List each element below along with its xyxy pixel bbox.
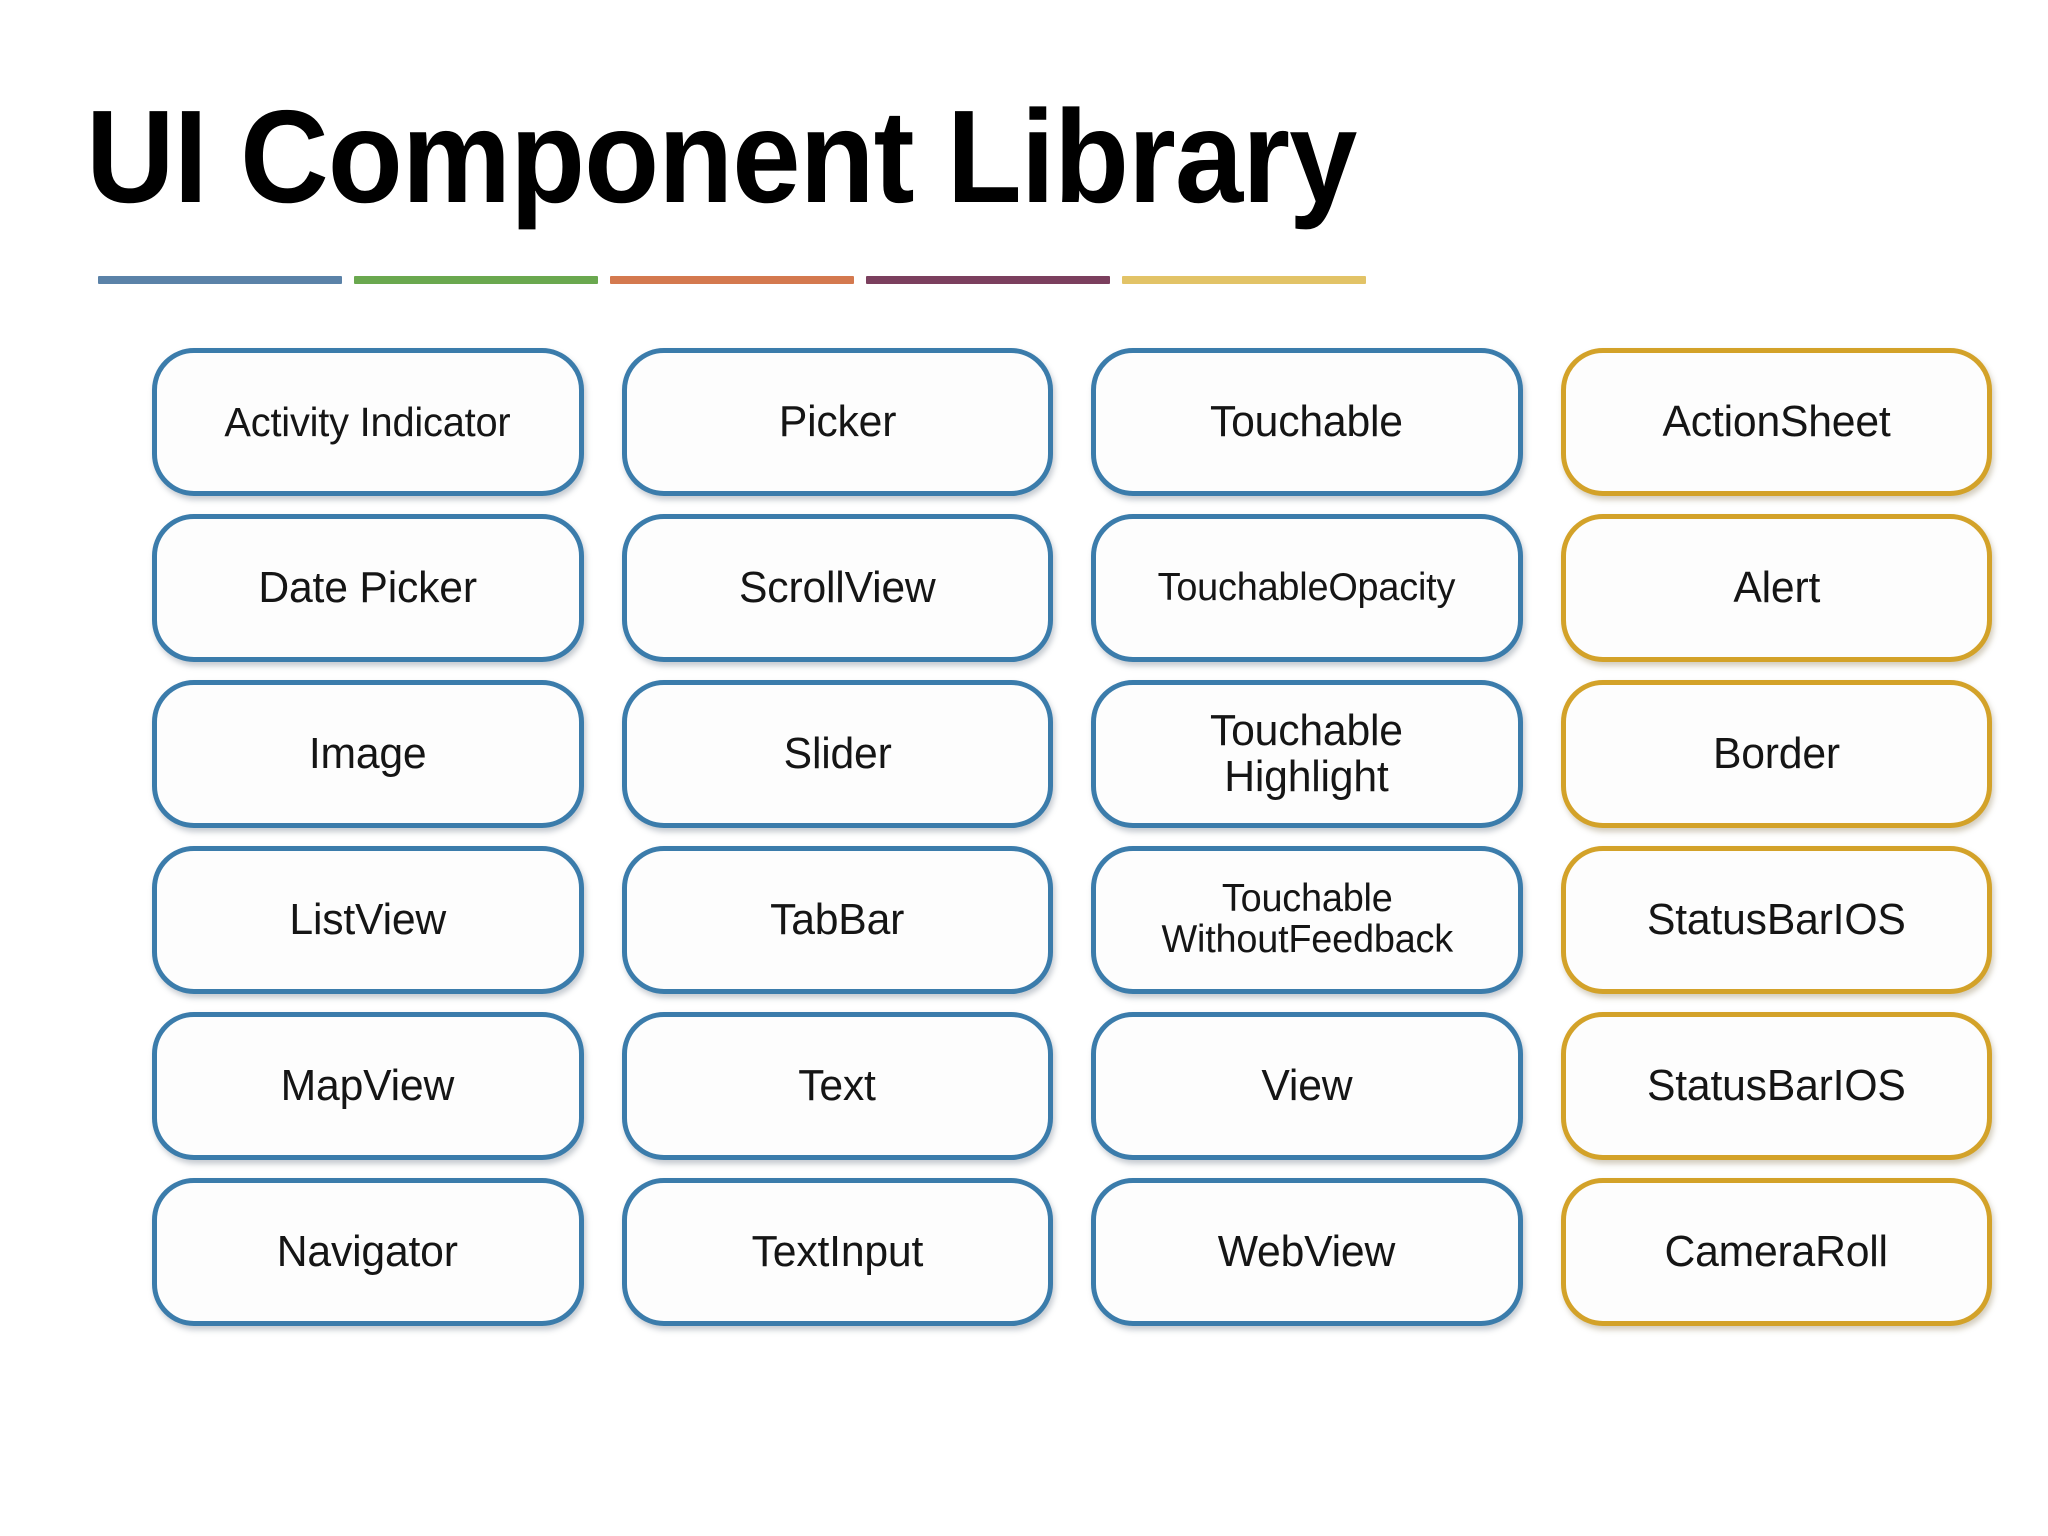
component-pill-mapview[interactable]: MapView	[152, 1012, 584, 1160]
component-pill-scrollview[interactable]: ScrollView	[621, 514, 1053, 662]
component-pill-label: TextInput	[751, 1227, 924, 1277]
component-pill-date-picker[interactable]: Date Picker	[152, 514, 584, 662]
component-pill-touchable-highlight[interactable]: Touchable Highlight	[1091, 680, 1523, 828]
component-pill-label: Border	[1712, 729, 1840, 779]
component-pill-label: ListView	[289, 895, 447, 945]
component-pill-label: Touchable Highlight	[1210, 706, 1404, 801]
component-pill-label: Slider	[783, 729, 892, 779]
component-pill-label: Touchable	[1210, 397, 1404, 447]
component-pill-label: Image	[308, 729, 427, 779]
page-title: UI Component Library	[86, 83, 1357, 230]
component-pill-picker[interactable]: Picker	[621, 348, 1053, 496]
component-pill-label: TouchableOpacity	[1157, 565, 1456, 609]
component-pill-statusbarios[interactable]: StatusBarIOS	[1560, 846, 1992, 994]
component-pill-label: Date Picker	[258, 563, 478, 613]
component-pill-label: CameraRoll	[1664, 1227, 1889, 1277]
component-pill-label: TabBar	[770, 895, 905, 945]
component-pill-label: StatusBarIOS	[1646, 1061, 1906, 1111]
component-pill-listview[interactable]: ListView	[152, 846, 584, 994]
component-pill-slider[interactable]: Slider	[621, 680, 1053, 828]
divider-bar-blue	[98, 276, 342, 284]
component-pill-view[interactable]: View	[1091, 1012, 1523, 1160]
component-pill-label: ActionSheet	[1662, 397, 1891, 447]
component-pill-label: Navigator	[277, 1227, 459, 1277]
component-pill-webview[interactable]: WebView	[1091, 1178, 1523, 1326]
component-pill-textinput[interactable]: TextInput	[621, 1178, 1053, 1326]
component-pill-activity-indicator[interactable]: Activity Indicator	[152, 348, 584, 496]
divider-bar-purple	[866, 276, 1110, 284]
divider-bar-green	[354, 276, 598, 284]
component-pill-label: WebView	[1218, 1227, 1396, 1277]
component-pill-label: Text	[798, 1061, 877, 1111]
component-pill-label: View	[1261, 1061, 1353, 1111]
title-block: UI Component Library	[86, 83, 1886, 230]
component-pill-statusbarios[interactable]: StatusBarIOS	[1560, 1012, 1992, 1160]
component-pill-image[interactable]: Image	[152, 680, 584, 828]
component-pill-label: MapView	[281, 1061, 455, 1111]
component-pill-label: ScrollView	[738, 563, 936, 613]
component-pill-touchableopacity[interactable]: TouchableOpacity	[1091, 514, 1523, 662]
component-pill-label: Picker	[778, 397, 897, 447]
component-pill-label: Alert	[1732, 563, 1820, 613]
divider-bar-orange	[610, 276, 854, 284]
component-pill-cameraroll[interactable]: CameraRoll	[1560, 1178, 1992, 1326]
component-pill-border[interactable]: Border	[1560, 680, 1992, 828]
component-pill-touchable[interactable]: Touchable	[1091, 348, 1523, 496]
component-pill-label: Touchable WithoutFeedback	[1161, 877, 1453, 961]
component-pill-tabbar[interactable]: TabBar	[621, 846, 1053, 994]
divider-bar-group	[98, 276, 1366, 284]
component-pill-alert[interactable]: Alert	[1560, 514, 1992, 662]
component-pill-text[interactable]: Text	[621, 1012, 1053, 1160]
divider-bar-gold	[1122, 276, 1366, 284]
component-pill-navigator[interactable]: Navigator	[152, 1178, 584, 1326]
component-grid: Activity Indicator Picker Touchable ActionS…	[152, 348, 1992, 1326]
component-pill-label: Activity Indicator	[224, 398, 511, 445]
component-pill-label: StatusBarIOS	[1646, 895, 1906, 945]
component-pill-actionsheet[interactable]: ActionSheet	[1560, 348, 1992, 496]
component-pill-touchable-withoutfeedback[interactable]: Touchable WithoutFeedback	[1091, 846, 1523, 994]
